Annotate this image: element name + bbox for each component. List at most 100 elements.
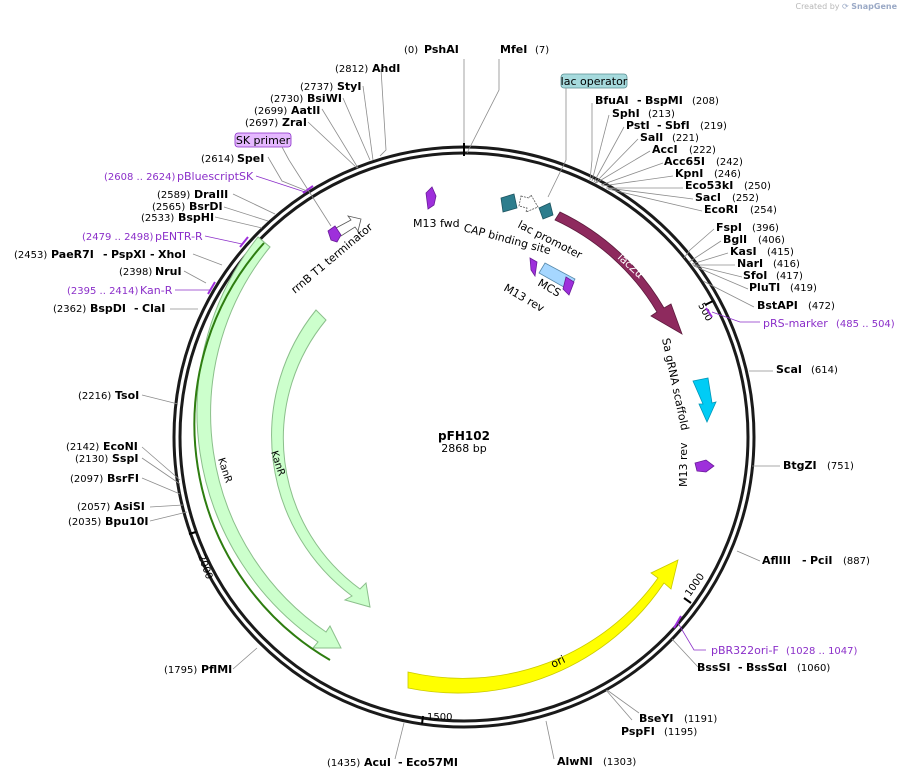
enzyme-sspi-name[interactable]: SspI (112, 452, 138, 465)
enzyme-bsiwi-name[interactable]: BsiWI (307, 92, 342, 105)
enzyme-styi-name[interactable]: StyI (337, 80, 361, 93)
enzyme-nrui-name[interactable]: NruI (155, 265, 182, 278)
enzyme-acui-sep: - (398, 756, 403, 769)
lacz-alpha-feature[interactable] (554, 211, 683, 335)
enzyme-sbfi-name[interactable]: SbfI (665, 119, 690, 132)
enzyme-pspfi-name[interactable]: PspFI (621, 725, 655, 738)
enzyme-kpni-pos: (246) (714, 169, 741, 180)
enzyme-psti-name[interactable]: PstI (626, 119, 650, 132)
enzyme-pcii-name[interactable]: PciI (810, 554, 832, 567)
enzyme-eco57mi-name[interactable]: Eco57MI (406, 756, 458, 769)
enzyme-fspi-name[interactable]: FspI (716, 221, 742, 234)
enzyme-paer7i-name[interactable]: PaeR7I (51, 248, 94, 261)
enzyme-eco53ki-name[interactable]: Eco53kI (685, 179, 733, 192)
enzyme-acc65i-name[interactable]: Acc65I (664, 155, 705, 168)
enzyme-styi-pos: (2737) (300, 82, 333, 93)
pbr322ori-f-mark (673, 615, 682, 629)
m13-fwd-primer-feature[interactable] (425, 186, 437, 210)
enzyme-pspxi-name[interactable]: PspXI (111, 248, 146, 261)
mcs-right-primer-feature[interactable] (562, 276, 575, 296)
enzyme-xhoi-name[interactable]: XhoI (158, 248, 186, 261)
primer-pbr322ori-f-name[interactable]: pBR322ori-F (711, 644, 779, 657)
enzyme-sali-name[interactable]: SalI (640, 131, 663, 144)
enzyme-saci-name[interactable]: SacI (695, 191, 721, 204)
enzyme-aatii-name[interactable]: AatII (291, 104, 320, 117)
enzyme-acui-pos: (1435) (327, 758, 360, 769)
enzyme-afliii-name[interactable]: AflIII (762, 554, 791, 567)
enzyme-bsrdi-name[interactable]: BsrDI (189, 200, 223, 213)
enzyme-clai-name[interactable]: ClaI (142, 302, 165, 315)
enzyme-bsssi-name[interactable]: BssSI (697, 661, 731, 674)
plasmid-name: pFH102 (438, 429, 490, 443)
primer-pentr-r-name[interactable]: pENTR-R (155, 230, 203, 243)
enzyme-paer7i-sep2: - (150, 248, 155, 261)
enzyme-kasi-name[interactable]: KasI (730, 245, 757, 258)
enzyme-ahdi-name[interactable]: AhdI (372, 62, 400, 75)
primer-prs-marker-range: (485 .. 504) (836, 319, 895, 330)
enzyme-afliii-pos: (887) (843, 556, 870, 567)
kanr-outer-feature[interactable] (196, 236, 342, 649)
enzyme-ecori-name[interactable]: EcoRI (704, 203, 738, 216)
enzyme-bsssai-name[interactable]: BssSαI (746, 661, 787, 674)
primer-prs-marker-name[interactable]: pRS-marker (763, 317, 828, 330)
enzyme-scai-pos: (614) (811, 365, 838, 376)
enzyme-alwni-name[interactable]: AlwNI (557, 755, 593, 768)
m13-fwd-label: M13 fwd (413, 217, 460, 230)
rrnb-t1-terminator-feature[interactable] (335, 215, 362, 237)
enzyme-bspmi-name[interactable]: BspMI (645, 94, 683, 107)
enzyme-aatii-pos: (2699) (254, 106, 287, 117)
enzyme-bpu10i-pos: (2035) (68, 517, 101, 528)
enzyme-nrui-pos: (2398) (119, 267, 152, 278)
enzyme-mfei-name[interactable]: MfeI (500, 43, 527, 56)
sk-primer-callout-label: SK primer (236, 134, 291, 147)
m13-rev-inner-primer-feature[interactable] (529, 257, 538, 278)
lac-operator-feature[interactable] (538, 202, 554, 220)
m13-rev-right-label: M13 rev (677, 442, 690, 487)
enzyme-bpu10i-name[interactable]: Bpu10I (105, 515, 149, 528)
tick-2000 (188, 531, 197, 535)
enzyme-bfuai-name[interactable]: BfuAI (595, 94, 629, 107)
watermark-brand: SnapGene (851, 2, 897, 11)
ori-feature[interactable] (407, 559, 679, 694)
enzyme-scai-name[interactable]: ScaI (776, 363, 802, 376)
enzyme-bseyi-name[interactable]: BseYI (639, 712, 673, 725)
enzyme-sfoi-name[interactable]: SfoI (743, 269, 767, 282)
sa-grna-scaffold-feature[interactable] (692, 377, 717, 423)
primer-pbluescriptsk-name[interactable]: pBluescriptSK (177, 170, 254, 183)
sk-primer-callout-box[interactable] (234, 132, 292, 148)
enzyme-bstapi-name[interactable]: BstAPI (757, 299, 798, 312)
enzyme-kasi-pos: (415) (767, 247, 794, 258)
enzyme-draiii-name[interactable]: DraIII (194, 188, 228, 201)
enzyme-asisi-name[interactable]: AsiSI (114, 500, 145, 513)
primer-kan-r-name[interactable]: Kan-R (140, 284, 173, 297)
enzyme-bsrfi-name[interactable]: BsrFI (107, 472, 139, 485)
enzyme-tsoi-name[interactable]: TsoI (115, 389, 139, 402)
enzyme-nari-name[interactable]: NarI (737, 257, 763, 270)
enzyme-sphi-name[interactable]: SphI (612, 107, 640, 120)
enzyme-kpni-name[interactable]: KpnI (675, 167, 703, 180)
lac-promoter-feature[interactable] (518, 194, 539, 213)
enzyme-acui-name[interactable]: AcuI (364, 756, 391, 769)
enzyme-econi-name[interactable]: EcoNI (103, 440, 138, 453)
rrnb-primer-feature[interactable] (327, 225, 342, 243)
lac-operator-callout-label: lac operator (561, 75, 628, 88)
enzyme-spei-name[interactable]: SpeI (237, 152, 264, 165)
enzyme-pluti-name[interactable]: PluTI (749, 281, 780, 294)
pentr-r-mark (239, 236, 249, 248)
enzyme-btgzi-name[interactable]: BtgZI (783, 459, 817, 472)
kanr-inner-feature[interactable] (271, 309, 371, 608)
enzyme-bstapi-pos: (472) (808, 301, 835, 312)
enzyme-acci-name[interactable]: AccI (652, 143, 678, 156)
primer-pbr322ori-f-range: (1028 .. 1047) (786, 646, 858, 657)
m13-rev-right-primer-feature[interactable] (694, 459, 715, 473)
enzyme-bgli-name[interactable]: BglI (723, 233, 747, 246)
enzyme-bspdi-name[interactable]: BspDI (90, 302, 126, 315)
enzyme-bsphi-name[interactable]: BspHI (178, 211, 214, 224)
tick-2000-label: 2000 (195, 553, 214, 581)
lac-operator-callout-box[interactable] (560, 73, 628, 89)
enzyme-pshai-name[interactable]: PshAI (424, 43, 459, 56)
enzyme-pflmi-name[interactable]: PflMI (201, 663, 232, 676)
enzyme-zrai-name[interactable]: ZraI (282, 116, 307, 129)
cap-binding-site-feature[interactable] (500, 193, 518, 213)
snapgene-logo-icon: ⟳ (842, 2, 849, 11)
